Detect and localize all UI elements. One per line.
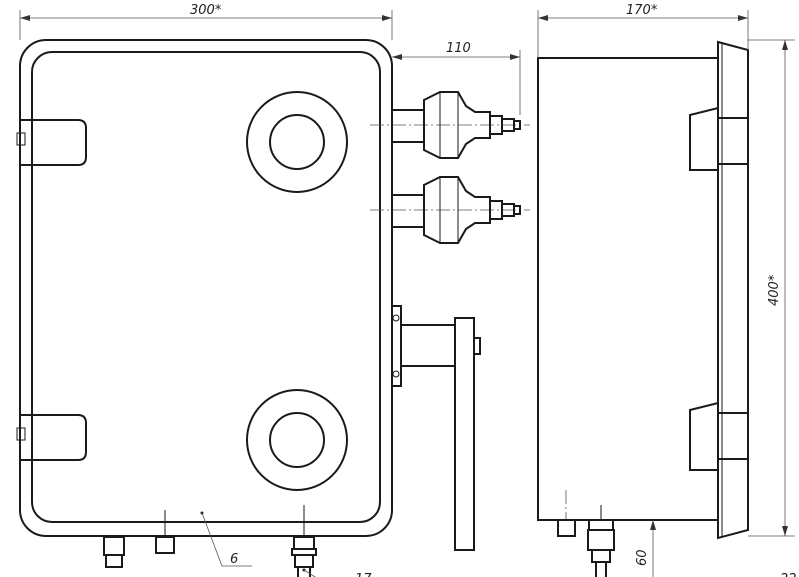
hinge-top — [16, 119, 87, 166]
mounting-bracket — [391, 305, 481, 551]
callout-22: 22 — [780, 572, 797, 577]
dimension-side-depth: 170* — [537, 3, 749, 58]
lock-top — [246, 91, 348, 193]
side-view: 170* 400* 60 22 — [537, 3, 797, 577]
svg-text:400*: 400* — [767, 274, 782, 306]
connector-bottom — [370, 176, 530, 244]
cable-glands-side — [557, 490, 615, 577]
callout-17: 17 — [302, 568, 372, 577]
callout-6: 6 — [200, 511, 252, 567]
hinge-bottom — [16, 414, 87, 461]
svg-text:6: 6 — [230, 552, 238, 567]
side-hinge-bottom — [689, 401, 719, 471]
dimension-gland-offset: 60 — [635, 520, 656, 577]
connector-top — [370, 91, 530, 159]
dimension-height: 400* — [748, 39, 795, 537]
dimension-front-width: 300* — [19, 3, 393, 40]
svg-text:60: 60 — [635, 549, 650, 566]
enclosure-outer — [19, 39, 393, 537]
enclosure-door — [31, 51, 381, 523]
lock-bottom — [246, 389, 348, 491]
side-hinge-top — [689, 106, 719, 171]
svg-text:17: 17 — [355, 572, 372, 577]
dimension-connector-length: 110 — [392, 41, 521, 115]
svg-text:300*: 300* — [190, 3, 222, 18]
svg-text:110: 110 — [446, 41, 471, 56]
door-flange — [717, 40, 749, 540]
cable-glands-front — [103, 505, 317, 577]
front-view: 6 17 300* 110 — [16, 3, 530, 577]
svg-text:170*: 170* — [626, 3, 658, 18]
